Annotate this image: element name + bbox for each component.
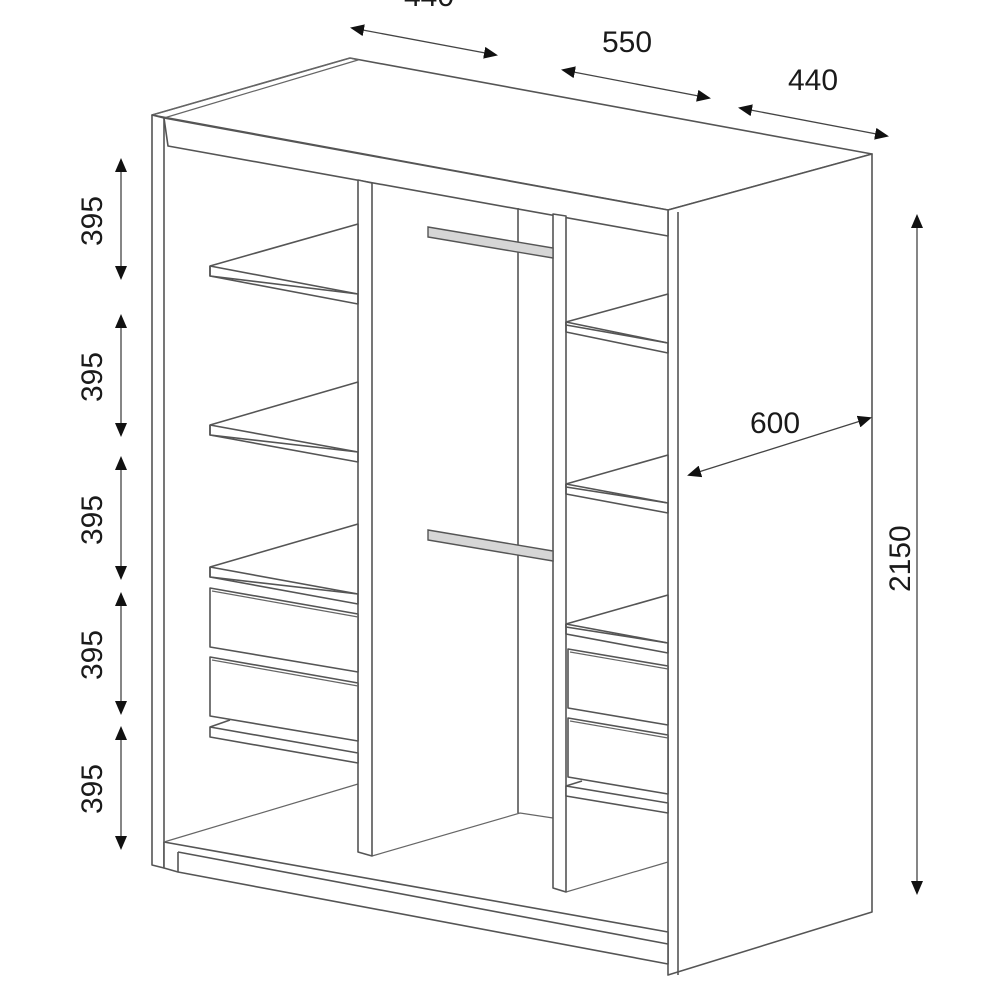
dimension-shelf-spacing-2: 395 [76,314,127,437]
right-bottom-shelf [565,780,669,814]
right-shelf-1 [565,293,669,354]
dimension-shelf-spacing-5: 395 [76,726,127,850]
shelf-spacing-label-2: 395 [76,352,109,402]
dimension-height: 2150 [884,214,923,895]
floor-back-line-center [371,812,554,857]
shelf-spacing-label-4: 395 [76,630,109,680]
left-drawer-1 [209,587,359,673]
hanging-rail-upper [427,226,554,259]
plinth [163,841,669,965]
right-drawer-2 [567,717,669,795]
right-drawer-1 [567,648,669,726]
dimension-shelf-spacing-1: 395 [76,158,127,280]
dimension-right-width-label: 440 [788,64,838,97]
floor-back-line-left [163,783,359,843]
left-side-panel [151,114,165,869]
dimension-center-width-label: 550 [602,26,652,59]
right-shelf-2 [565,454,669,514]
dimension-left-width: 440 [350,0,498,59]
dimension-left-width-label: 440 [404,0,454,13]
dimension-depth: 600 [687,407,872,478]
left-section [209,223,359,764]
dimension-center-width: 550 [561,26,711,102]
center-section [427,226,554,562]
top-front-rail [163,117,669,237]
wardrobe-carcass [151,57,873,976]
dimension-depth-label: 600 [750,407,800,440]
dimension-shelf-spacing-4: 395 [76,592,127,715]
left-drawer-2 [209,656,359,742]
floor-back-line-right [565,861,669,893]
right-shelf-3 [565,594,669,654]
left-bottom-shelf [209,719,359,764]
right-section [565,293,669,814]
right-side-panel [667,153,873,976]
dimension-right-width: 440 [738,64,889,140]
left-shelf-1 [209,223,359,305]
left-divider [357,179,373,857]
dimension-height-label: 2150 [884,525,917,592]
shelf-spacing-label-1: 395 [76,196,109,246]
shelf-spacing-label-5: 395 [76,764,109,814]
shelf-spacing-label-3: 395 [76,495,109,545]
hanging-rail-lower [427,529,554,562]
right-divider [517,208,567,893]
left-shelf-3 [209,523,359,605]
dimension-shelf-spacing-3: 395 [76,456,127,580]
left-shelf-2 [209,381,359,463]
